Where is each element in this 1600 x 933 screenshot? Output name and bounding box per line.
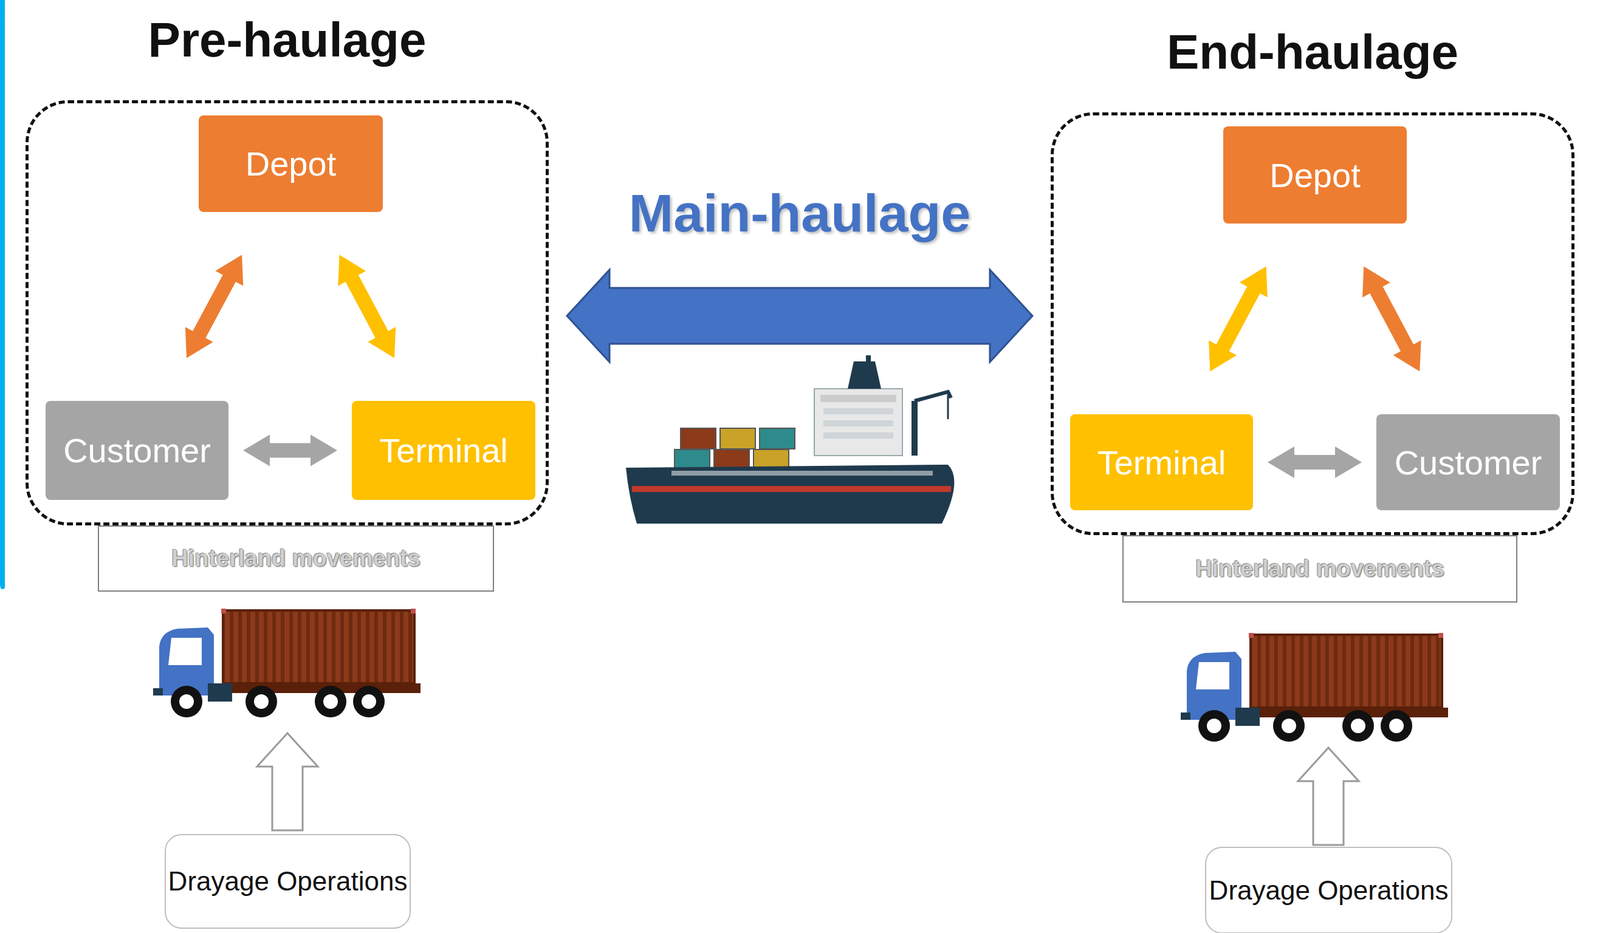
side-bracket [0, 0, 3, 593]
depot-box: Depot [198, 115, 383, 213]
drayage-box: Drayage Operations [1205, 847, 1453, 933]
haulage-region: End-haulageDepotTerminalCustomer [1050, 112, 1575, 536]
node-label: Customer [1394, 442, 1543, 483]
ship-icon [625, 355, 955, 524]
node-label: Terminal [1097, 442, 1227, 483]
node-label: Hinterland movements [171, 545, 421, 572]
truck-icon [1180, 633, 1449, 742]
node-label: Customer [63, 430, 211, 471]
double-arrow [566, 269, 1033, 363]
edge-label: Main-haulage [628, 182, 971, 245]
truck-icon [153, 608, 421, 718]
double-arrow [243, 435, 338, 467]
node-label: Terminal [379, 430, 509, 471]
haulage-region: Pre-haulageDepotCustomerTerminal [25, 100, 549, 526]
node-label: Drayage Operations [1209, 872, 1449, 909]
hinterland-box: Hinterland movements [97, 525, 495, 592]
hinterland-box: Hinterland movements [1122, 535, 1518, 603]
region-heading: Pre-haulage [28, 12, 546, 69]
node-label: Depot [245, 144, 337, 184]
double-arrow [1362, 266, 1422, 372]
depot-box: Depot [1223, 126, 1407, 224]
terminal-box: Terminal [351, 401, 536, 501]
customer-box: Customer [45, 401, 229, 501]
drayage-box: Drayage Operations [164, 834, 411, 930]
region-heading: End-haulage [1053, 24, 1572, 81]
double-arrow [1208, 266, 1268, 372]
double-arrow [337, 255, 396, 359]
hollow-arrow [257, 733, 318, 831]
customer-box: Customer [1376, 414, 1560, 511]
double-arrow [185, 255, 244, 359]
double-arrow [1267, 446, 1362, 479]
node-label: Drayage Operations [168, 863, 408, 900]
node-label: Depot [1269, 155, 1360, 196]
hollow-arrow [1297, 748, 1359, 846]
terminal-box: Terminal [1070, 414, 1254, 511]
node-label: Hinterland movements [1195, 556, 1445, 583]
